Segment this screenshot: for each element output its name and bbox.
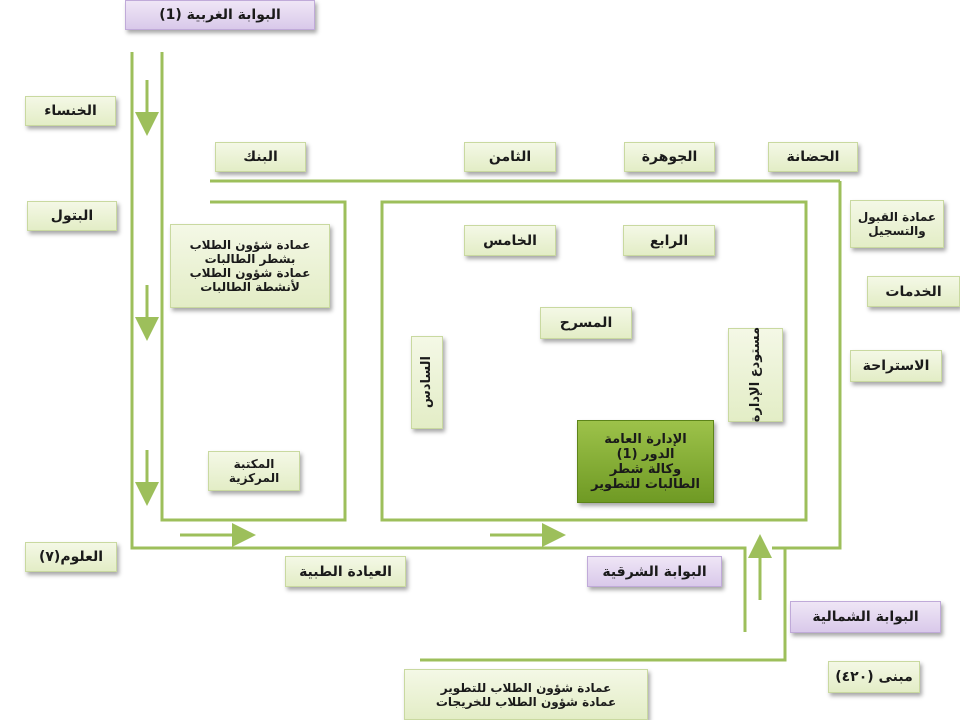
west-gate-text: البوابة الغربية (1) — [159, 7, 281, 23]
khamis-building[interactable]: الخامس — [464, 225, 556, 256]
batool-building[interactable]: البتول — [27, 201, 117, 231]
rabi-building[interactable]: الرابع — [623, 225, 715, 256]
central-library-building[interactable]: المكتبة المركزية — [208, 451, 300, 491]
hadana-building[interactable]: الحضانة — [768, 142, 858, 172]
student-affairs-text: عمادة شؤون الطلاب بشطر الطالبات عمادة شؤ… — [189, 238, 311, 294]
khansa-text: الخنساء — [44, 103, 97, 119]
rabi-text: الرابع — [649, 232, 689, 249]
side-building[interactable]: مستودع الإدارة — [728, 327, 783, 423]
bank-text: البنك — [243, 149, 278, 165]
sadis-building[interactable]: السادس — [411, 336, 443, 429]
jawhara-text: الجوهرة — [641, 149, 698, 165]
khansa-building[interactable]: الخنساء — [25, 96, 116, 126]
thamin-text: الثامن — [488, 149, 532, 165]
building-420-text: مبنى (٤٢٠) — [835, 669, 913, 685]
east-road — [772, 181, 842, 550]
masrah-text: المسرح — [559, 315, 613, 331]
north-gate-text: البوابة الشمالية — [812, 609, 919, 625]
development-building[interactable]: عمادة شؤون الطلاب للتطوير عمادة شؤون الط… — [404, 669, 648, 720]
rest-text: الاستراحة — [862, 358, 930, 374]
services-text: الخدمات — [885, 283, 942, 300]
admission-building[interactable]: عمادة القبول والتسجيل — [850, 200, 944, 248]
central-library-text: المكتبة المركزية — [228, 457, 280, 485]
khamis-text: الخامس — [483, 232, 537, 249]
south-road — [420, 548, 787, 662]
outer-west-road — [130, 52, 747, 632]
inner-ring-road — [380, 200, 808, 522]
east-gate-label[interactable]: البوابة الشرقية — [587, 556, 722, 587]
east-gate-text: البوابة الشرقية — [602, 563, 707, 580]
north-gate-label[interactable]: البوابة الشمالية — [790, 601, 941, 633]
building-420[interactable]: مبنى (٤٢٠) — [828, 661, 920, 693]
west-gate-label[interactable]: البوابة الغربية (1) — [125, 0, 315, 30]
admission-text: عمادة القبول والتسجيل — [857, 210, 937, 238]
jawhara-building[interactable]: الجوهرة — [624, 142, 715, 172]
general-administration-text: الإدارة العامة الدور (1) وكالة شطر الطال… — [591, 431, 700, 492]
batool-text: البتول — [50, 208, 94, 224]
uloom-building[interactable]: العلوم(٧) — [25, 542, 117, 572]
inner-west-road — [160, 52, 347, 522]
thamin-building[interactable]: الثامن — [464, 142, 556, 172]
bank-building[interactable]: البنك — [215, 142, 306, 172]
masrah-building[interactable]: المسرح — [540, 307, 632, 339]
development-text: عمادة شؤون الطلاب للتطوير عمادة شؤون الط… — [435, 680, 617, 709]
side-building-text: مستودع الإدارة — [747, 327, 763, 423]
hadana-text: الحضانة — [786, 149, 840, 165]
general-administration-building[interactable]: الإدارة العامة الدور (1) وكالة شطر الطال… — [577, 420, 714, 503]
medical-clinic-text: العيادة الطبية — [299, 563, 392, 580]
uloom-text: العلوم(٧) — [38, 549, 104, 565]
student-affairs-building[interactable]: عمادة شؤون الطلاب بشطر الطالبات عمادة شؤ… — [170, 224, 330, 308]
rest-building[interactable]: الاستراحة — [850, 350, 942, 382]
sadis-text: السادس — [419, 356, 434, 409]
services-building[interactable]: الخدمات — [867, 276, 960, 307]
medical-clinic-building[interactable]: العيادة الطبية — [285, 556, 406, 587]
